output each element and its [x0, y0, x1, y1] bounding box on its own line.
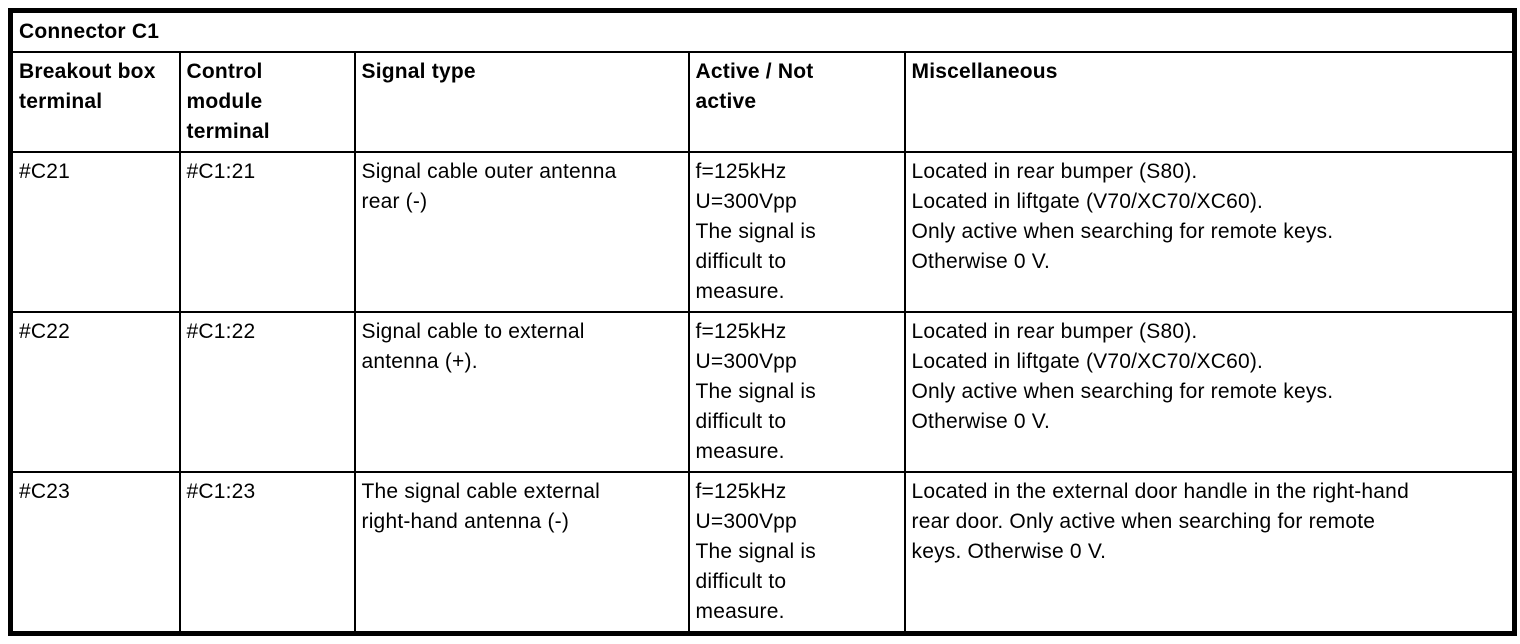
cell-signal-type: Signal cable to external antenna (+).	[353, 311, 690, 473]
column-header-active-not-active: Active / Not active	[687, 51, 906, 153]
table-row: #C23 #C1:23 The signal cable external ri…	[9, 471, 1516, 635]
cell-signal-type: Signal cable outer antenna rear (-)	[353, 151, 690, 313]
table-title: Connector C1	[9, 9, 1516, 53]
table-header-row: Breakout box terminal Control module ter…	[9, 51, 1516, 153]
cell-miscellaneous: Located in rear bumper (S80). Located in…	[903, 151, 1516, 313]
cell-signal-type: The signal cable external right-hand ant…	[353, 471, 690, 635]
cell-breakout-box-terminal: #C21	[9, 151, 181, 313]
column-header-control-module-terminal: Control module terminal	[178, 51, 356, 153]
table-row: #C21 #C1:21 Signal cable outer antenna r…	[9, 151, 1516, 313]
cell-miscellaneous: Located in the external door handle in t…	[903, 471, 1516, 635]
cell-active-not-active: f=125kHz U=300Vpp The signal is difficul…	[687, 311, 906, 473]
table-title-row: Connector C1	[9, 9, 1516, 53]
cell-control-module-terminal: #C1:22	[178, 311, 356, 473]
cell-control-module-terminal: #C1:21	[178, 151, 356, 313]
cell-control-module-terminal: #C1:23	[178, 471, 356, 635]
cell-active-not-active: f=125kHz U=300Vpp The signal is difficul…	[687, 471, 906, 635]
column-header-signal-type: Signal type	[353, 51, 690, 153]
cell-breakout-box-terminal: #C23	[9, 471, 181, 635]
connector-c1-table: Connector C1 Breakout box terminal Contr…	[8, 8, 1518, 636]
column-header-breakout-box-terminal: Breakout box terminal	[9, 51, 181, 153]
table-row: #C22 #C1:22 Signal cable to external ant…	[9, 311, 1516, 473]
cell-miscellaneous: Located in rear bumper (S80). Located in…	[903, 311, 1516, 473]
column-header-miscellaneous: Miscellaneous	[903, 51, 1516, 153]
cell-active-not-active: f=125kHz U=300Vpp The signal is difficul…	[687, 151, 906, 313]
cell-breakout-box-terminal: #C22	[9, 311, 181, 473]
